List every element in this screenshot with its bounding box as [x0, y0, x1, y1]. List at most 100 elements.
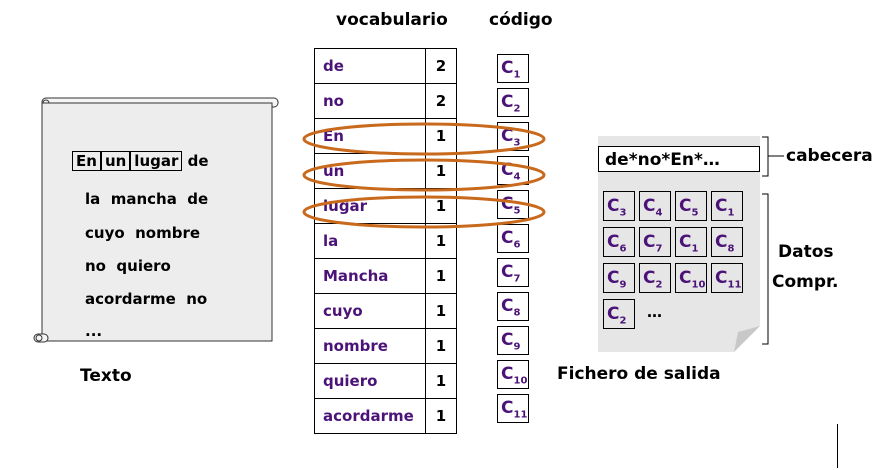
code-index: 1	[691, 243, 699, 255]
code-index: 5	[513, 205, 521, 217]
code-prefix: C	[501, 92, 514, 112]
grid-cell: C5	[675, 191, 707, 221]
ellipse-lugar	[302, 195, 546, 229]
code-prefix: C	[501, 262, 514, 282]
code-cell: C3	[497, 122, 529, 151]
code-prefix: C	[679, 232, 692, 252]
vocab-count: 2	[425, 48, 457, 84]
code-index: 1	[727, 207, 735, 219]
grid-cell: C11	[711, 263, 743, 293]
grid-cell: C9	[603, 263, 635, 293]
code-index: 11	[513, 409, 528, 421]
text-caption: Texto	[80, 366, 132, 386]
header-label: cabecera	[786, 146, 873, 166]
grid-cell: C2	[603, 299, 635, 329]
highlight-ellipses	[302, 122, 546, 229]
code-prefix: C	[607, 268, 620, 288]
grid-cell: C3	[603, 191, 635, 221]
code-index: 4	[513, 171, 521, 183]
scroll-outline	[33, 97, 279, 343]
boxed-word-un: un	[100, 151, 131, 171]
vocab-count: 1	[425, 223, 457, 259]
code-prefix: C	[643, 268, 656, 288]
grid-cell: C1	[675, 227, 707, 257]
grid-cell: C4	[639, 191, 671, 221]
code-index: 9	[513, 341, 521, 353]
vocab-word: quiero	[314, 363, 426, 399]
vocab-word: Mancha	[314, 258, 426, 294]
code-index: 4	[655, 207, 663, 219]
code-index: 10	[513, 375, 528, 387]
code-cell: C10	[497, 360, 529, 389]
code-index: 2	[655, 279, 663, 291]
code-cell: C1	[497, 54, 529, 83]
code-prefix: C	[501, 194, 514, 214]
vocabulary-header: vocabulario	[336, 10, 448, 30]
grid-cell: C1	[711, 191, 743, 221]
code-index: 5	[691, 207, 699, 219]
text-line: ...	[85, 322, 103, 340]
code-cell: C9	[497, 326, 529, 355]
vocab-word: de	[314, 48, 426, 84]
grid-ellipsis: …	[647, 303, 662, 321]
text-line: la mancha de	[85, 190, 209, 208]
code-cell: C6	[497, 224, 529, 253]
boxed-word-en: En	[72, 151, 101, 171]
text-line: acordarme no	[85, 290, 208, 308]
code-prefix: C	[607, 196, 620, 216]
code-prefix: C	[679, 196, 692, 216]
vocab-word: acordarme	[314, 398, 426, 434]
grid-cell: C10	[675, 263, 707, 293]
code-index: 8	[513, 307, 521, 319]
vocab-word: no	[314, 83, 426, 119]
code-cell: C11	[497, 394, 529, 423]
code-prefix: C	[715, 232, 728, 252]
code-index: 3	[619, 207, 627, 219]
code-index: 10	[691, 279, 706, 291]
braces	[762, 136, 784, 345]
text-line: cuyo nombre	[85, 224, 201, 242]
vocab-count: 1	[425, 328, 457, 364]
code-cell: C2	[497, 88, 529, 117]
output-caption: Fichero de salida	[557, 364, 721, 384]
code-index: 7	[655, 243, 663, 255]
code-prefix: C	[501, 126, 514, 146]
code-prefix: C	[501, 398, 514, 418]
grid-cell: C7	[639, 227, 671, 257]
code-index: 2	[513, 103, 521, 115]
code-prefix: C	[501, 228, 514, 248]
code-index: 1	[513, 69, 521, 81]
code-index: 11	[727, 279, 742, 291]
data-label-2: Compr.	[772, 272, 839, 292]
ellipse-un	[302, 158, 546, 192]
vocab-count: 1	[425, 188, 457, 224]
code-prefix: C	[607, 232, 620, 252]
vocab-count: 1	[425, 398, 457, 434]
code-header: código	[489, 10, 553, 30]
code-prefix: C	[501, 330, 514, 350]
vocab-word: nombre	[314, 328, 426, 364]
code-prefix: C	[501, 296, 514, 316]
code-cell: C7	[497, 258, 529, 287]
grid-cell: C2	[639, 263, 671, 293]
boxed-word-lugar: lugar	[130, 151, 183, 171]
code-index: 7	[513, 273, 521, 285]
output-header-box: de*no*En*…	[598, 146, 760, 172]
vocab-word: cuyo	[314, 293, 426, 329]
code-index: 6	[513, 239, 521, 251]
code-prefix: C	[501, 364, 514, 384]
vocab-count: 2	[425, 83, 457, 119]
code-cell: C8	[497, 292, 529, 321]
code-prefix: C	[607, 304, 620, 324]
code-prefix: C	[643, 196, 656, 216]
output-file-shape	[598, 136, 760, 352]
code-index: 8	[727, 243, 735, 255]
code-index: 3	[513, 137, 521, 149]
